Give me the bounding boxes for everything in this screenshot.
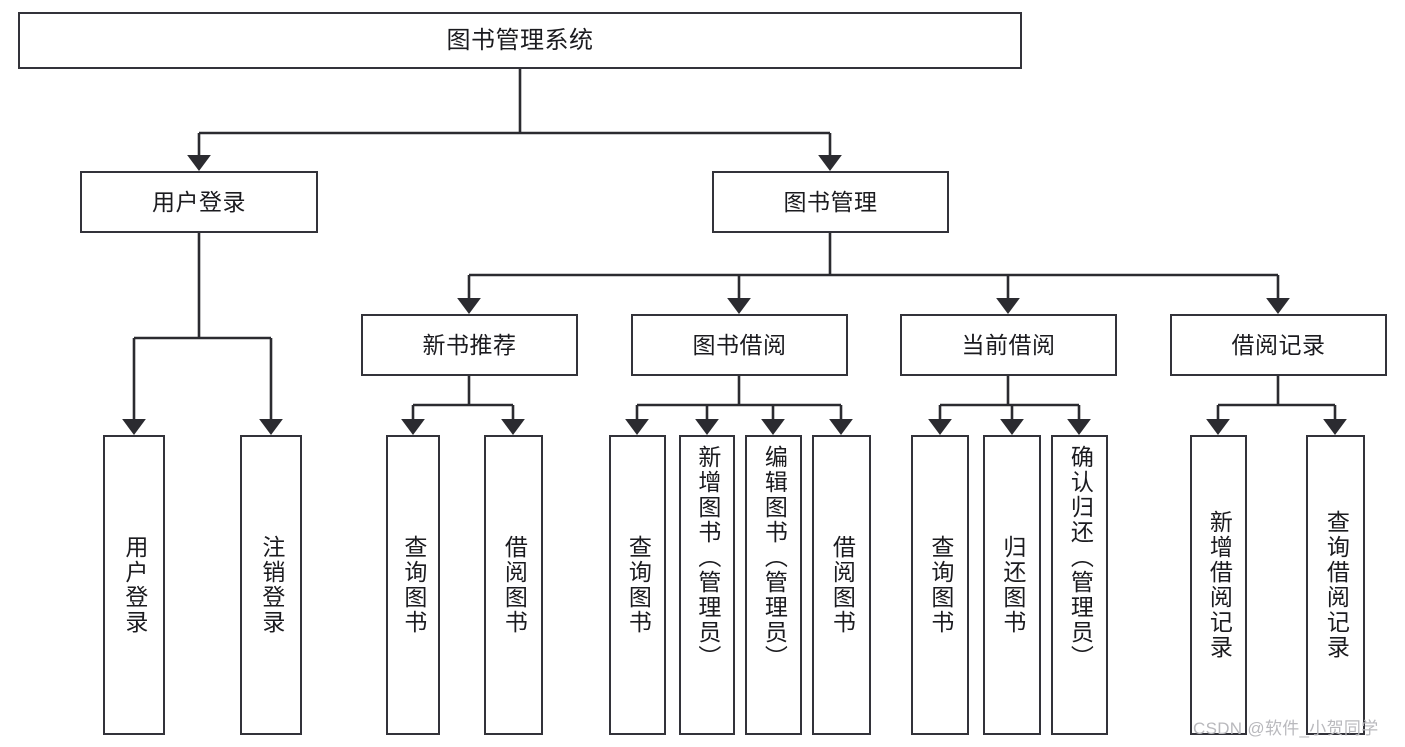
node-label: 用户登录 — [152, 188, 246, 215]
node-label: 归还图书 — [999, 535, 1026, 635]
node-book-borrow[interactable]: 图书借阅 — [631, 314, 848, 376]
leaf-logout[interactable]: 注销登录 — [240, 435, 302, 735]
csdn-watermark: CSDN @软件_小贺同学 — [1193, 719, 1379, 738]
node-label: 确认归还（管理员） — [1067, 445, 1094, 670]
node-label: 查询图书 — [625, 535, 652, 635]
node-current-borrow[interactable]: 当前借阅 — [900, 314, 1117, 376]
node-label: 新增借阅记录 — [1206, 510, 1233, 660]
node-label: 借阅记录 — [1231, 331, 1326, 358]
node-label: 新增图书（管理员） — [694, 445, 721, 670]
leaf-borrow-books[interactable]: 借阅图书 — [812, 435, 871, 735]
node-label: 新书推荐 — [422, 331, 517, 358]
node-label: 查询图书 — [927, 535, 954, 635]
leaf-return-books[interactable]: 归还图书 — [983, 435, 1041, 735]
leaf-query-books-current[interactable]: 查询图书 — [911, 435, 969, 735]
node-root-system[interactable]: 图书管理系统 — [18, 12, 1022, 69]
leaf-borrow-books-recommend[interactable]: 借阅图书 — [484, 435, 543, 735]
leaf-add-borrow-record[interactable]: 新增借阅记录 — [1190, 435, 1247, 735]
leaf-query-books-recommend[interactable]: 查询图书 — [386, 435, 440, 735]
node-new-book-recommend[interactable]: 新书推荐 — [361, 314, 578, 376]
leaf-user-login[interactable]: 用户登录 — [103, 435, 165, 735]
node-label: 图书借阅 — [692, 331, 787, 358]
node-label: 查询图书 — [400, 535, 427, 635]
node-label: 借阅图书 — [829, 535, 856, 635]
leaf-query-borrow-record[interactable]: 查询借阅记录 — [1306, 435, 1365, 735]
node-label: 编辑图书（管理员） — [761, 445, 788, 670]
node-borrow-record[interactable]: 借阅记录 — [1170, 314, 1387, 376]
node-user-login[interactable]: 用户登录 — [80, 171, 318, 233]
node-book-management[interactable]: 图书管理 — [712, 171, 949, 233]
leaf-edit-book-admin[interactable]: 编辑图书（管理员） — [745, 435, 802, 735]
node-label: 查询借阅记录 — [1323, 510, 1350, 660]
node-label: 图书管理 — [783, 188, 878, 215]
leaf-confirm-return-admin[interactable]: 确认归还（管理员） — [1051, 435, 1108, 735]
node-label: 图书管理系统 — [446, 26, 594, 54]
node-label: 当前借阅 — [961, 331, 1056, 358]
node-label: 借阅图书 — [501, 535, 528, 635]
leaf-query-books-borrow[interactable]: 查询图书 — [609, 435, 666, 735]
node-label: 注销登录 — [258, 535, 285, 635]
node-label: 用户登录 — [121, 535, 148, 635]
leaf-add-book-admin[interactable]: 新增图书（管理员） — [679, 435, 735, 735]
